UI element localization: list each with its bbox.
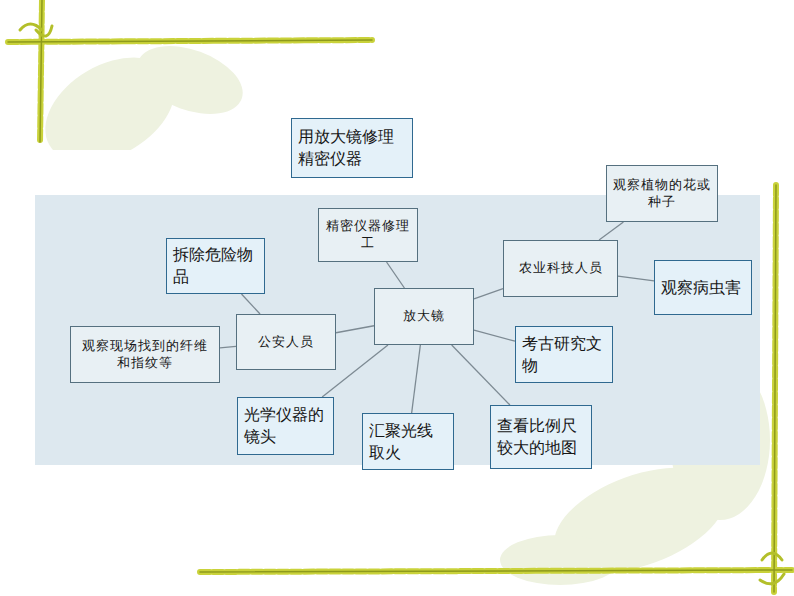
use-box: 观察现场找到的纤维和指纹等 [70,326,220,383]
connector-line [452,345,510,405]
node-label: 精密仪器修理工 [325,218,411,252]
use-box: 查看比例尺较大的地图 [490,405,592,469]
node-label: 用放大镜修理精密仪器 [298,126,406,169]
node-label: 光学仪器的镜头 [244,404,327,447]
connector-line [241,294,260,314]
use-box: 拆除危险物品 [166,238,265,294]
connector-line [618,276,654,281]
node-label: 观察现场找到的纤维和指纹等 [77,338,213,372]
node-label: 观察病虫害 [661,277,741,299]
node-label: 放大镜 [403,308,445,325]
center-box: 放大镜 [374,288,474,345]
role-box: 公安人员 [236,314,336,370]
use-box: 光学仪器的镜头 [237,397,334,455]
connector-line [220,346,236,347]
connector-line [599,222,623,240]
use-box: 汇聚光线取火 [362,413,454,470]
connector-line [474,289,503,299]
connector-line [387,262,405,288]
use-box: 考古研究文物 [515,326,613,383]
connector-line [336,326,374,333]
role-box: 精密仪器修理工 [318,208,418,262]
node-label: 查看比例尺较大的地图 [497,415,585,458]
node-label: 农业科技人员 [519,260,603,277]
use-box: 观察病虫害 [654,260,752,315]
node-label: 考古研究文物 [522,333,606,376]
node-label: 观察植物的花或种子 [613,177,711,211]
node-label: 汇聚光线取火 [369,420,447,463]
watermark-flowers [27,33,770,593]
connector-line [412,345,421,413]
node-label: 拆除危险物品 [173,244,258,287]
role-box: 农业科技人员 [503,240,618,297]
vine-border [8,0,792,592]
role-box: 观察植物的花或种子 [606,165,718,222]
panel-ground [35,195,760,465]
connector-line [474,330,515,341]
node-label: 公安人员 [258,334,314,351]
main-box: 用放大镜修理精密仪器 [291,118,413,178]
